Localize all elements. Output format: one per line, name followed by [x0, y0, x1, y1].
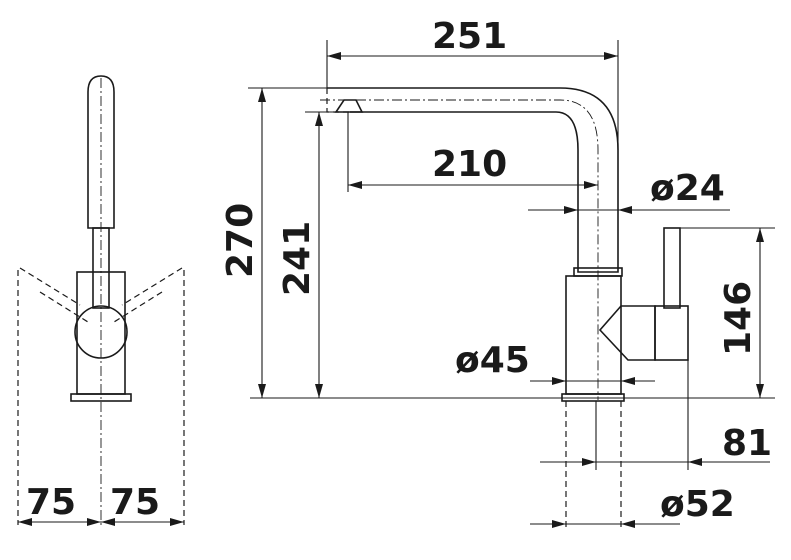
front-lever [87, 75, 115, 229]
side-aerator [334, 99, 364, 113]
side-lever [663, 227, 681, 309]
dim-label-52: ø52 [660, 484, 735, 525]
dim-label-241: 241 [277, 221, 318, 296]
arrow-45-right [621, 377, 635, 385]
side-handle-connector [598, 305, 656, 361]
arrow-241-bottom [315, 384, 323, 398]
arrow-146-bottom [756, 384, 764, 398]
dim-label-24: ø24 [650, 168, 725, 209]
arrow-52-left [552, 520, 566, 528]
front-width-arrow-mid-r [101, 518, 115, 526]
arrow-52-right [621, 520, 635, 528]
dim-label-270: 270 [220, 203, 261, 278]
front-swivel-right [113, 267, 183, 323]
side-view: 251 210 ø24 270 241 146 ø45 [220, 16, 775, 528]
dim-label-251: 251 [432, 16, 507, 57]
front-width-arrow-left [18, 518, 32, 526]
arrow-251-right [604, 52, 618, 60]
side-handle-block [654, 305, 689, 361]
arrow-81-right [688, 458, 702, 466]
front-width-arrow-right [170, 518, 184, 526]
arrow-210-right [584, 181, 598, 189]
dim-label-right-75: 75 [110, 482, 160, 523]
dim-label-left-75: 75 [26, 482, 76, 523]
front-lever-stem [92, 227, 110, 309]
front-base [70, 393, 132, 402]
dim-label-45: ø45 [455, 340, 530, 381]
front-view: 75 75 [17, 75, 185, 526]
arrow-270-top [258, 88, 266, 102]
arrow-241-top [315, 112, 323, 126]
arrow-210-left [348, 181, 362, 189]
dim-label-146: 146 [718, 281, 759, 356]
arrow-251-left [327, 52, 341, 60]
dim-label-81: 81 [722, 423, 772, 464]
side-spout-centerline [320, 99, 599, 400]
front-body-ring [74, 305, 128, 359]
arrow-81-left [582, 458, 596, 466]
arrow-146-top [756, 228, 764, 242]
arrow-270-bottom [258, 384, 266, 398]
dim-label-210: 210 [432, 144, 507, 185]
arrow-45-left [552, 377, 566, 385]
side-body [565, 275, 622, 395]
side-base [561, 393, 625, 402]
arrow-24-left [564, 206, 578, 214]
front-swivel-left [19, 267, 89, 323]
front-width-arrow-mid-l [87, 518, 101, 526]
arrow-24-right [618, 206, 632, 214]
